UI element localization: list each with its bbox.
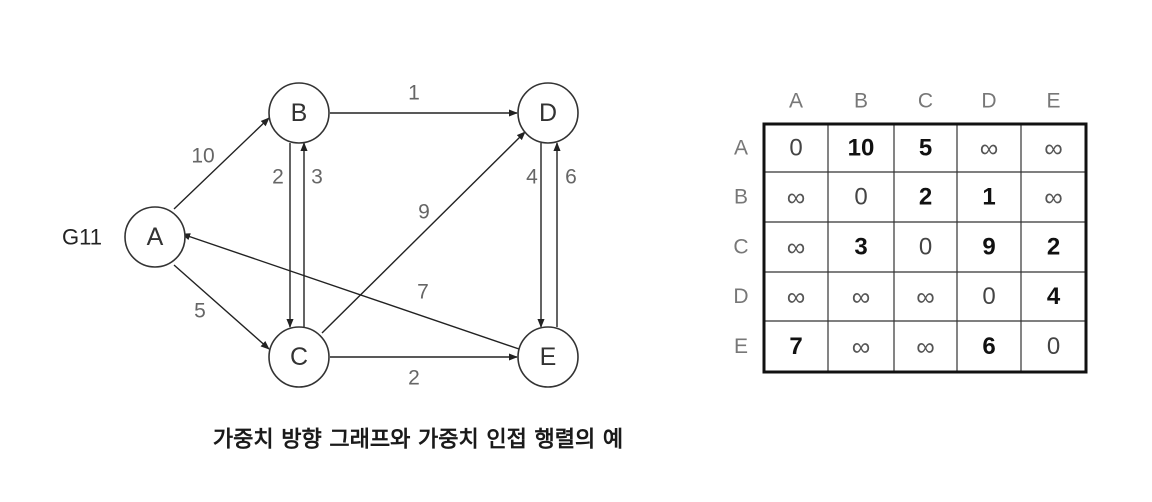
nodes: A B C D E (124, 82, 579, 388)
matrix-cell: ∞ (980, 133, 999, 163)
node-b-label: B (291, 99, 308, 127)
matrix-cell: ∞ (787, 282, 806, 312)
matrix-cell: 5 (919, 135, 932, 162)
node-e-label: E (540, 343, 557, 371)
weighted-directed-graph: G11 10 5 1 2 3 9 2 4 (62, 82, 579, 390)
matrix-cell: ∞ (787, 232, 806, 262)
weight-c-b: 3 (311, 166, 323, 189)
matrix-cell: 9 (982, 234, 995, 261)
node-c-label: C (290, 343, 308, 371)
matrix-cell: 0 (789, 135, 802, 162)
graph-name: G11 (62, 225, 102, 250)
matrix-cell: 0 (919, 234, 932, 261)
matrix-col-header: A (789, 90, 803, 113)
matrix-cell: ∞ (916, 332, 935, 362)
matrix-cell: 0 (982, 283, 995, 310)
node-c: C (268, 326, 330, 388)
weight-d-e: 4 (526, 166, 538, 189)
node-d-label: D (539, 99, 557, 127)
matrix-col-header: E (1046, 90, 1060, 113)
matrix-cell: 0 (1047, 333, 1060, 360)
node-b: B (268, 82, 330, 144)
matrix-cell: 4 (1047, 283, 1061, 310)
weight-e-d: 6 (565, 166, 577, 189)
edge-c-d (321, 131, 526, 334)
matrix-cell: ∞ (916, 282, 935, 312)
matrix-cell: 2 (919, 184, 932, 211)
weight-a-b: 10 (191, 145, 214, 168)
edges: 10 5 1 2 3 9 2 4 6 (173, 82, 577, 390)
matrix-cell: ∞ (852, 332, 871, 362)
matrix-row-header: C (733, 236, 748, 259)
matrix-cell: 10 (848, 135, 875, 162)
figure-caption: 가중치 방향 그래프와 가중치 인접 행렬의 예 (213, 428, 623, 453)
node-a: A (124, 206, 186, 268)
matrix-row-header: D (733, 285, 748, 308)
node-d: D (517, 82, 579, 144)
matrix-cell: ∞ (787, 182, 806, 212)
node-a-label: A (147, 223, 164, 251)
matrix-row-header: B (734, 186, 748, 209)
matrix-cell: 1 (982, 184, 995, 211)
matrix-cell: ∞ (852, 282, 871, 312)
weight-c-e: 2 (408, 367, 420, 390)
adjacency-matrix: A B C D E A B C D E 0 10 5 ∞ ∞ ∞ 0 2 1 ∞ ∞ 3 0 9 2 ∞ ∞ ∞ 0 4 7 ∞ ∞ 6 0 (733, 90, 1088, 374)
matrix-cell: 7 (789, 333, 802, 360)
matrix-cell: 6 (982, 333, 995, 360)
node-e: E (517, 326, 579, 388)
matrix-cell: ∞ (1044, 182, 1063, 212)
edge-e-a (181, 233, 520, 350)
matrix-cell: 2 (1047, 234, 1060, 261)
matrix-cell: 0 (854, 184, 867, 211)
weight-e-a: 7 (417, 281, 429, 304)
matrix-col-header: D (981, 90, 996, 113)
matrix-col-header: C (918, 90, 933, 113)
weight-b-d: 1 (408, 82, 420, 105)
matrix-cell: 3 (854, 234, 867, 261)
weight-c-d: 9 (418, 201, 430, 224)
matrix-cell: ∞ (1044, 133, 1063, 163)
weight-b-c: 2 (272, 166, 284, 189)
edge-a-c (173, 264, 270, 350)
matrix-col-header: B (854, 90, 868, 113)
matrix-row-header: E (734, 335, 748, 358)
matrix-border (762, 122, 1088, 374)
edge-a-b (173, 117, 270, 210)
matrix-row-header: A (734, 137, 748, 160)
weight-a-c: 5 (194, 300, 206, 323)
